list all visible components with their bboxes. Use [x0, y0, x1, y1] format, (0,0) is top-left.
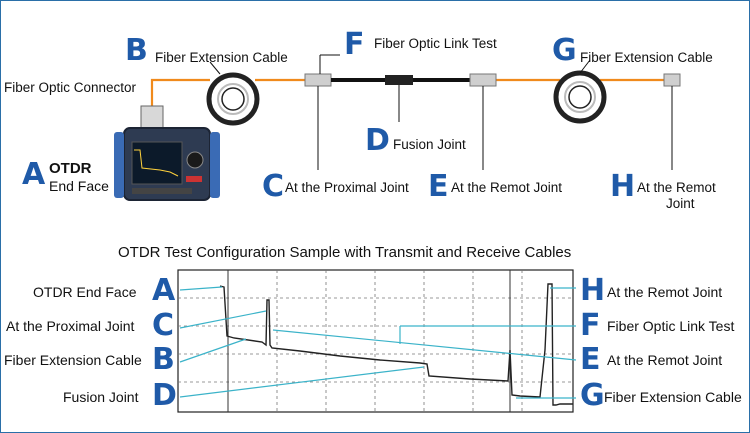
- letter-f-top: F: [344, 27, 365, 62]
- left-letter-d: D: [152, 378, 177, 413]
- letter-g-top: G: [552, 33, 577, 68]
- letter-e-top: E: [428, 169, 449, 204]
- right-letter-e: E: [580, 342, 601, 377]
- label-h-top-line1: At the Remot: [637, 180, 716, 195]
- label-e-top: At the Remot Joint: [451, 180, 563, 195]
- right-letter-f: F: [580, 308, 601, 343]
- right-callouts: [272, 287, 577, 399]
- label-g-top: Fiber Extension Cable: [580, 50, 713, 65]
- label-h-top-line2: Joint: [666, 196, 695, 211]
- letter-c-top: C: [262, 169, 285, 204]
- left-callouts: [179, 286, 425, 398]
- coil-b-icon: [206, 72, 260, 126]
- otdr-device-icon: [114, 105, 220, 201]
- label-f-top: Fiber Optic Link Test: [374, 36, 497, 51]
- left-label-d: Fusion Joint: [63, 389, 139, 405]
- section-title: OTDR Test Configuration Sample with Tran…: [118, 244, 572, 261]
- left-label-b: Fiber Extension Cable: [4, 352, 142, 368]
- left-letter-b: B: [152, 342, 175, 377]
- otdr-trace-line: [219, 283, 573, 406]
- label-b-top: Fiber Extension Cable: [155, 50, 288, 65]
- fiber-lead: [150, 78, 210, 112]
- letter-d-top: D: [365, 123, 390, 158]
- right-label-g: Fiber Extension Cable: [604, 389, 742, 405]
- right-label-f: Fiber Optic Link Test: [607, 318, 735, 334]
- left-label-a: OTDR End Face: [33, 284, 137, 300]
- right-letter-h: H: [580, 273, 606, 308]
- label-otdr-line1: OTDR: [49, 160, 92, 177]
- right-label-e: At the Remot Joint: [607, 352, 723, 368]
- left-letter-c: C: [152, 308, 175, 343]
- label-otdr-line2: End Face: [49, 178, 109, 194]
- letter-h-top: H: [610, 169, 636, 204]
- link-under-test: [304, 73, 497, 87]
- connector-label: Fiber Optic Connector: [4, 80, 137, 95]
- right-label-h: At the Remot Joint: [607, 284, 723, 300]
- letter-a-top: A: [22, 157, 46, 192]
- left-label-c: At the Proximal Joint: [6, 318, 135, 334]
- label-d-top: Fusion Joint: [393, 137, 466, 152]
- letter-b-top: B: [125, 33, 148, 68]
- left-letter-a: A: [152, 273, 176, 308]
- trace-plot-area: [177, 269, 574, 413]
- label-c-top: At the Proximal Joint: [285, 180, 409, 195]
- right-letter-g: G: [580, 378, 605, 413]
